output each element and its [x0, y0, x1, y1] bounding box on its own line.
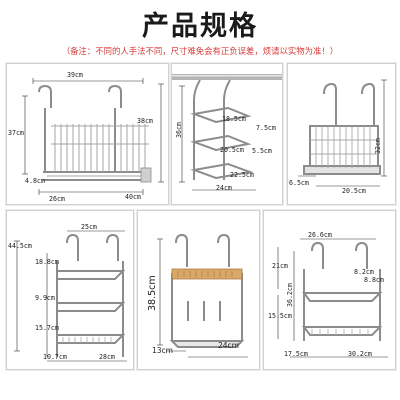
dim-base-width: 26cm — [49, 195, 65, 203]
dim-depth: 13cm — [152, 346, 173, 355]
dim-width-top: 39cm — [67, 71, 83, 79]
dim-gap-mid: 20.5cm — [220, 146, 244, 154]
dim-height: 32cm — [374, 138, 382, 154]
dim-depth: 6.5cm — [289, 179, 309, 187]
dim-depth: 10.7cm — [43, 353, 67, 361]
panel-three-tier-shelf: 25cm 44.5cm 18.8cm 9.9cm 15.7cm 10.7cm 2… — [6, 210, 134, 370]
dim-height-total: 36.2cm — [286, 283, 294, 307]
dim-width-top: 26.6cm — [308, 231, 332, 239]
dish-rack-illustration — [22, 78, 164, 195]
dim-width-bottom: 30.2cm — [348, 350, 372, 358]
dim-base: 24cm — [216, 184, 232, 192]
dim-tier3: 15.7cm — [35, 324, 59, 332]
dim-total-width: 40cm — [125, 193, 141, 201]
dim-width: 24cm — [218, 341, 239, 350]
three-tier-shelf-illustration — [14, 230, 127, 362]
dim-height: 36cm — [175, 122, 183, 138]
page-title: 产品规格 — [142, 11, 258, 42]
dim-height-left: 37cm — [8, 129, 24, 137]
dim-gap-top: 18.5cm — [222, 115, 246, 123]
dim-gap-a: 8.2cm — [354, 268, 374, 276]
dim-gap-small: 5.5cm — [252, 147, 272, 155]
lid-rack-illustration — [172, 74, 282, 191]
panel-utensil-basket: 32cm 6.5cm 20.5cm — [287, 63, 396, 205]
dim-height: 38.5cm — [147, 275, 158, 311]
dim-depth: 17.5cm — [284, 350, 308, 358]
dim-width-bottom: 22.5cm — [230, 171, 254, 179]
dim-height-right: 38cm — [137, 117, 153, 125]
dim-height-total: 44.5cm — [8, 242, 32, 250]
dim-gap-right: 7.5cm — [256, 124, 276, 132]
utensil-basket-illustration — [298, 79, 387, 187]
panel-lid-rack: 36cm 18.5cm 7.5cm 20.5cm 5.5cm 22.5cm 24… — [171, 63, 283, 205]
size-note: （备注：不同的人手法不同，尺寸难免会有正负误差，烦请以实物为准！） — [61, 46, 339, 56]
knife-holder-illustration — [157, 233, 248, 358]
dim-width-top: 25cm — [81, 223, 97, 231]
dim-depth-small: 4.8cm — [25, 177, 45, 185]
dim-width: 20.5cm — [342, 187, 366, 195]
panel-dish-rack: 39cm 37cm 38cm 4.8cm 26cm 40cm — [6, 63, 169, 205]
two-tier-shelf-illustration — [277, 238, 388, 358]
dim-tier2: 9.9cm — [35, 294, 55, 302]
dim-width-bottom: 28cm — [99, 353, 115, 361]
dim-gap-b: 8.8cm — [364, 276, 384, 284]
dim-height-upper: 21cm — [272, 262, 288, 270]
dim-tier1: 18.8cm — [35, 258, 59, 266]
panel-two-tier-shelf: 26.6cm 21cm 36.2cm 15.5cm 8.2cm 8.8cm 17… — [263, 210, 396, 370]
panel-knife-holder: 38.5cm 13cm 24cm — [137, 210, 260, 370]
dim-height-lower: 15.5cm — [268, 312, 292, 320]
